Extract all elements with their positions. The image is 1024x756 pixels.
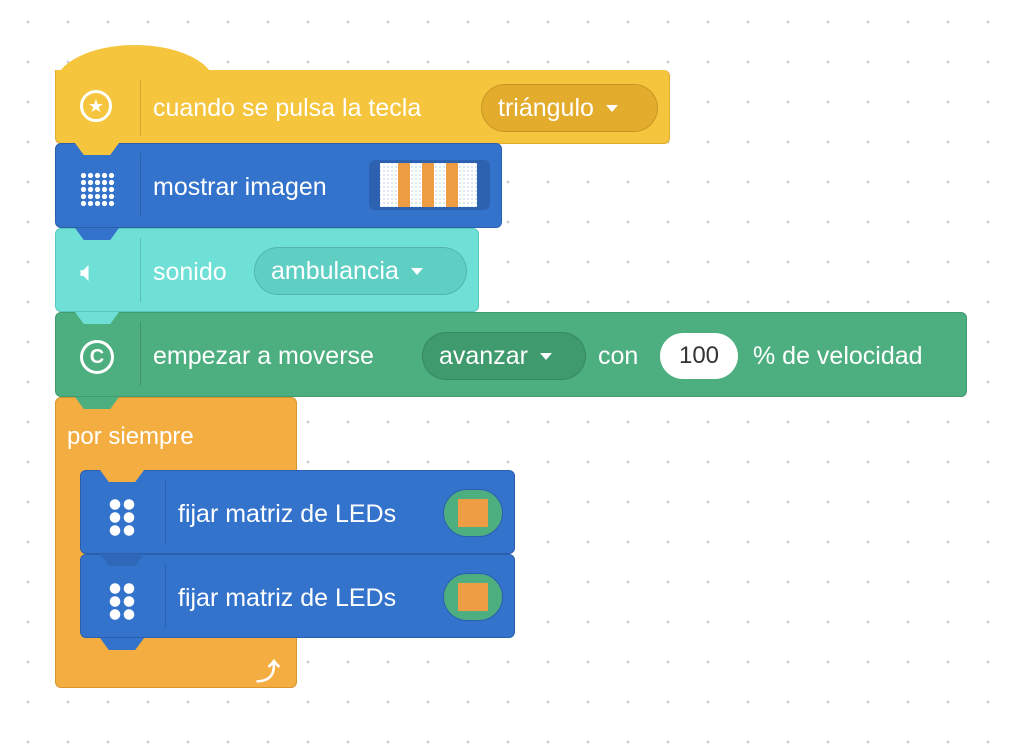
led-grid-icon xyxy=(108,498,136,538)
set-led-label: fijar matriz de LEDs xyxy=(178,584,397,612)
direction-dropdown[interactable]: avanzar xyxy=(422,332,586,380)
hat-label: cuando se pulsa la tecla xyxy=(153,94,422,122)
chevron-down-icon xyxy=(605,104,618,112)
loop-arrow-icon: ⤴ xyxy=(256,659,280,686)
dot-matrix-icon xyxy=(80,172,116,208)
move-label: empezar a moverse xyxy=(153,342,374,370)
star-circle-icon: ★ xyxy=(80,90,112,122)
key-dropdown-value: triángulo xyxy=(498,93,594,122)
forever-label: por siempre xyxy=(67,423,194,450)
speaker-icon: 🔈︎ xyxy=(80,256,97,287)
sound-label: sonido xyxy=(153,258,227,286)
chevron-down-icon xyxy=(539,352,552,360)
sound-dropdown-value: ambulancia xyxy=(271,256,399,285)
led-matrix-picker[interactable] xyxy=(443,489,503,537)
set-led-label: fijar matriz de LEDs xyxy=(178,500,397,528)
set-led-matrix-block[interactable] xyxy=(80,554,515,638)
con-label: con xyxy=(598,342,639,370)
led-image-preview xyxy=(380,163,477,207)
led-grid-icon xyxy=(108,582,136,622)
sound-dropdown[interactable]: ambulancia xyxy=(254,247,467,295)
show-image-label: mostrar imagen xyxy=(153,173,327,201)
key-dropdown[interactable]: triángulo xyxy=(481,84,658,132)
set-led-matrix-block[interactable] xyxy=(80,470,515,554)
speed-input[interactable]: 100 xyxy=(660,333,738,379)
speed-suffix: % de velocidad xyxy=(753,342,923,370)
move-icon: C xyxy=(80,340,114,374)
chevron-down-icon xyxy=(410,267,423,275)
image-picker[interactable] xyxy=(369,160,490,210)
led-matrix-picker[interactable] xyxy=(443,573,503,621)
direction-value: avanzar xyxy=(439,341,528,370)
